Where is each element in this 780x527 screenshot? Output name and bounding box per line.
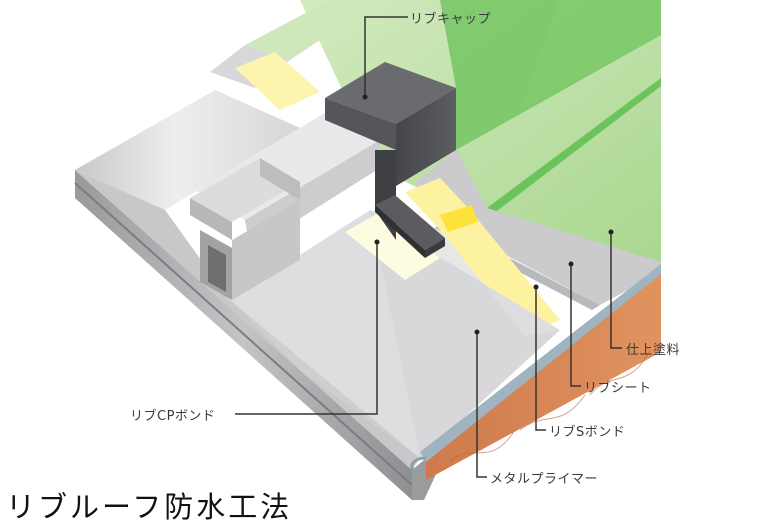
diagram-title: リブルーフ防水工法	[6, 490, 293, 524]
wood-fascia	[410, 264, 661, 480]
label-finish-coating: 仕上塗料	[626, 343, 681, 358]
leader-metal-primer	[476, 332, 487, 478]
leader-rib-cap	[364, 16, 408, 97]
label-rib-sheet: リブシート	[584, 381, 652, 396]
label-rib-cp-bond: リブCPボンド	[130, 409, 216, 424]
leader-finish-coating	[610, 232, 622, 349]
leader-rib-cp-bond	[235, 242, 378, 415]
leader-rib-s-bond	[535, 287, 546, 431]
callout-leaders	[235, 16, 622, 478]
label-rib-s-bond: リブSボンド	[549, 425, 626, 440]
leader-rib-sheet	[570, 264, 581, 387]
label-metal-primer: メタルプライマー	[490, 472, 599, 487]
callout-dots	[362, 94, 614, 335]
metal-rib-profile	[190, 110, 380, 300]
label-rib-cap: リブキャップ	[410, 12, 492, 27]
rib-s-bond-strips	[235, 52, 560, 336]
rib-cap	[325, 62, 456, 258]
